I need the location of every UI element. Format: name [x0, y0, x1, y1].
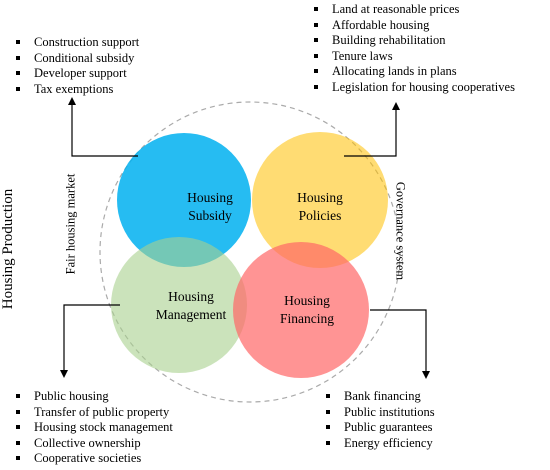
label-housing-management: Housing Management [126, 288, 256, 324]
list-item: Land at reasonable prices [312, 2, 515, 18]
management-measures-list: Public housing Transfer of public proper… [14, 389, 173, 467]
policy-measures-list: Land at reasonable prices Affordable hou… [312, 2, 515, 96]
list-item: Tax exemptions [14, 82, 139, 98]
right-side-label: Governance system [393, 181, 408, 281]
list-item: Legislation for housing cooperatives [312, 80, 515, 96]
label-housing-subsidy-line1: Housing [187, 190, 233, 205]
connector-top-left [68, 97, 138, 157]
connector-bottom-left [60, 304, 120, 378]
main-title: Sustainable Cooperative Housing Producti… [0, 188, 16, 310]
connector-top-right [344, 102, 400, 157]
list-item: Collective ownership [14, 436, 173, 452]
circle-housing-subsidy [117, 133, 251, 267]
list-item: Affordable housing [312, 18, 515, 34]
list-item: Energy efficiency [324, 436, 435, 452]
subsidy-measures-list: Construction support Conditional subsidy… [14, 35, 139, 97]
list-item: Bank financing [324, 389, 435, 405]
label-housing-policies: Housing Policies [255, 189, 385, 225]
label-housing-financing: Housing Financing [242, 292, 372, 328]
circle-housing-financing [233, 242, 369, 378]
list-item: Transfer of public property [14, 405, 173, 421]
label-housing-management-line1: Housing [168, 289, 214, 304]
list-item: Public institutions [324, 405, 435, 421]
connector-bottom-right [370, 309, 430, 379]
outer-dashed-ring [99, 101, 401, 403]
label-housing-management-line2: Management [155, 307, 227, 322]
label-housing-subsidy-line2: Subsidy [188, 208, 232, 223]
label-housing-policies-line1: Housing [297, 190, 343, 205]
circle-housing-policies [252, 132, 388, 268]
list-item: Housing stock management [14, 420, 173, 436]
left-side-label: Fair housing market [63, 173, 78, 275]
list-item: Developer support [14, 66, 139, 82]
label-housing-subsidy: Housing Subsidy [145, 189, 275, 225]
label-housing-policies-line2: Policies [298, 208, 342, 223]
label-housing-financing-line2: Financing [280, 311, 334, 326]
list-item: Cooperative societies [14, 451, 173, 467]
circle-housing-management [111, 237, 247, 373]
list-item: Tenure laws [312, 49, 515, 65]
circles-group [111, 132, 388, 378]
list-item: Conditional subsidy [14, 51, 139, 67]
financing-measures-list: Bank financing Public institutions Publi… [324, 389, 435, 451]
list-item: Building rehabilitation [312, 33, 515, 49]
list-item: Public housing [14, 389, 173, 405]
list-item: Construction support [14, 35, 139, 51]
label-housing-financing-line1: Housing [284, 293, 330, 308]
list-item: Public guarantees [324, 420, 435, 436]
list-item: Allocating lands in plans [312, 64, 515, 80]
